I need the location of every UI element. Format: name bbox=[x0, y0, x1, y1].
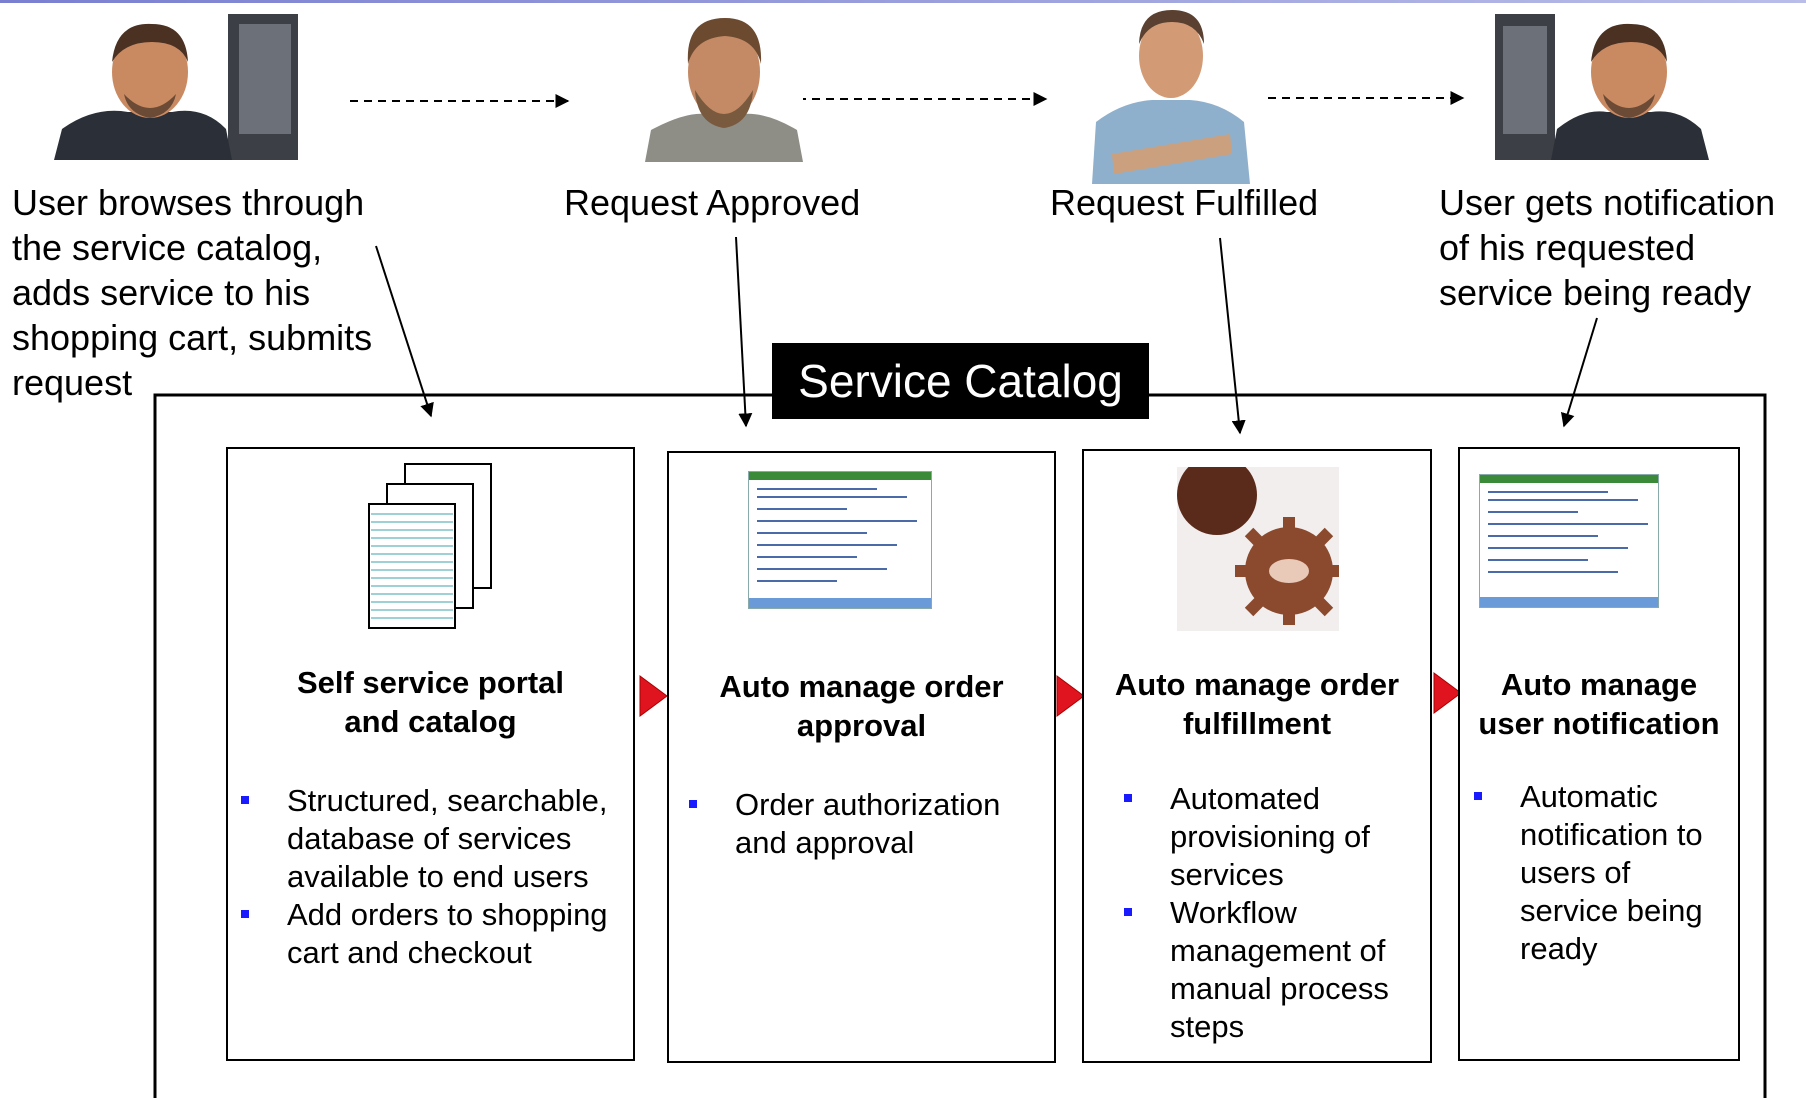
bullet-item: Add orders to shopping cart and checkout bbox=[241, 896, 608, 972]
bullet-list: Structured, searchable, database of serv… bbox=[241, 782, 608, 972]
caption-line: Request Approved bbox=[564, 182, 861, 223]
bullet-item: Order authorization and approval bbox=[689, 786, 1000, 862]
box-order-approval: Auto manage order approval Order authori… bbox=[667, 451, 1056, 1063]
user-notified-photo bbox=[1495, 14, 1709, 160]
bullet-list: Automatic notification to users of servi… bbox=[1474, 778, 1703, 968]
fulfiller-photo bbox=[1092, 4, 1250, 184]
web-page-screenshot-icon bbox=[1479, 474, 1659, 608]
flow-arrow-2 bbox=[1056, 675, 1085, 717]
bullet-line: steps bbox=[1170, 1009, 1245, 1044]
pointer-line-4 bbox=[1560, 317, 1598, 428]
bullet-line: Workflow bbox=[1170, 895, 1297, 930]
box-order-fulfillment: Auto manage order fulfillment Automated … bbox=[1082, 449, 1432, 1063]
documents-stack-icon bbox=[368, 463, 492, 629]
caption-line: User browses through bbox=[12, 182, 365, 223]
bullet-square-icon bbox=[1124, 908, 1132, 916]
step-caption-notified: User gets notification of his requested … bbox=[1439, 180, 1775, 315]
bullet-square-icon bbox=[1124, 794, 1132, 802]
bullet-line: service being bbox=[1520, 893, 1703, 928]
user-at-computer-photo bbox=[54, 14, 298, 160]
bullet-line: ready bbox=[1520, 931, 1598, 966]
bullet-line: Structured, searchable, bbox=[287, 783, 608, 818]
bullet-line: management of bbox=[1170, 933, 1386, 968]
approver-photo bbox=[645, 12, 803, 162]
bullet-line: Order authorization bbox=[735, 787, 1001, 822]
caption-line: request bbox=[12, 362, 133, 403]
catalog-frame bbox=[153, 393, 1767, 1098]
bullet-line: Automated bbox=[1170, 781, 1320, 816]
title-line: Self service portal bbox=[296, 665, 565, 700]
bullet-line: services bbox=[1170, 857, 1284, 892]
box-self-service-portal: Self service portal and catalog Structur… bbox=[226, 447, 635, 1061]
bullet-square-icon bbox=[241, 796, 249, 804]
bullet-line: cart and checkout bbox=[287, 935, 532, 970]
box-title: Auto manage order fulfillment bbox=[1084, 665, 1430, 743]
title-line: and catalog bbox=[344, 704, 517, 739]
bullet-list: Automated provisioning of services Workf… bbox=[1124, 780, 1389, 1046]
step-caption-fulfilled: Request Fulfilled bbox=[1050, 180, 1318, 225]
box-title: Auto manage user notification bbox=[1460, 665, 1738, 743]
web-page-screenshot-icon bbox=[748, 471, 932, 609]
bullet-square-icon bbox=[1474, 792, 1482, 800]
pointer-line-1 bbox=[375, 245, 434, 418]
bullet-item: Structured, searchable, database of serv… bbox=[241, 782, 608, 896]
bullet-line: Add orders to shopping bbox=[287, 897, 608, 932]
bullet-line: provisioning of bbox=[1170, 819, 1370, 854]
pointer-line-2 bbox=[735, 236, 753, 428]
bullet-item: Automated provisioning of services bbox=[1124, 780, 1389, 894]
bullet-line: notification to bbox=[1520, 817, 1703, 852]
title-line: fulfillment bbox=[1182, 706, 1332, 741]
caption-line: of his requested bbox=[1439, 227, 1696, 268]
bullet-line: manual process bbox=[1170, 971, 1389, 1006]
bullet-square-icon bbox=[689, 800, 697, 808]
title-line: user notification bbox=[1478, 706, 1720, 741]
step-caption-approved: Request Approved bbox=[564, 180, 860, 225]
caption-line: shopping cart, submits bbox=[12, 317, 373, 358]
bullet-item: Workflow management of manual process st… bbox=[1124, 894, 1389, 1046]
caption-line: User gets notification bbox=[1439, 182, 1776, 223]
bullet-line: and approval bbox=[735, 825, 915, 860]
box-user-notification: Auto manage user notification Automatic … bbox=[1458, 447, 1740, 1061]
bullet-line: available to end users bbox=[287, 859, 589, 894]
flow-arrow-3 bbox=[1433, 672, 1462, 714]
bullet-line: database of services bbox=[287, 821, 572, 856]
title-line: Auto manage order bbox=[1114, 667, 1400, 702]
bullet-line: Automatic bbox=[1520, 779, 1658, 814]
caption-line: the service catalog, bbox=[12, 227, 323, 268]
box-title: Self service portal and catalog bbox=[228, 663, 633, 741]
service-catalog-label: Service Catalog bbox=[772, 343, 1149, 419]
gears-icon bbox=[1177, 467, 1339, 631]
caption-line: adds service to his bbox=[12, 272, 311, 313]
caption-line: Request Fulfilled bbox=[1050, 182, 1319, 223]
bullet-square-icon bbox=[241, 910, 249, 918]
caption-line: service being ready bbox=[1439, 272, 1752, 313]
pointer-line-3 bbox=[1219, 237, 1246, 435]
title-line: approval bbox=[796, 708, 927, 743]
title-line: Auto manage order bbox=[719, 669, 1004, 704]
top-accent-line bbox=[0, 0, 1806, 3]
bullet-line: users of bbox=[1520, 855, 1631, 890]
flow-arrow-1 bbox=[639, 675, 668, 717]
bullet-list: Order authorization and approval bbox=[689, 786, 1000, 862]
title-line: Auto manage bbox=[1500, 667, 1698, 702]
bullet-item: Automatic notification to users of servi… bbox=[1474, 778, 1703, 968]
step-caption-browse: User browses through the service catalog… bbox=[12, 180, 372, 405]
box-title: Auto manage order approval bbox=[669, 667, 1054, 745]
